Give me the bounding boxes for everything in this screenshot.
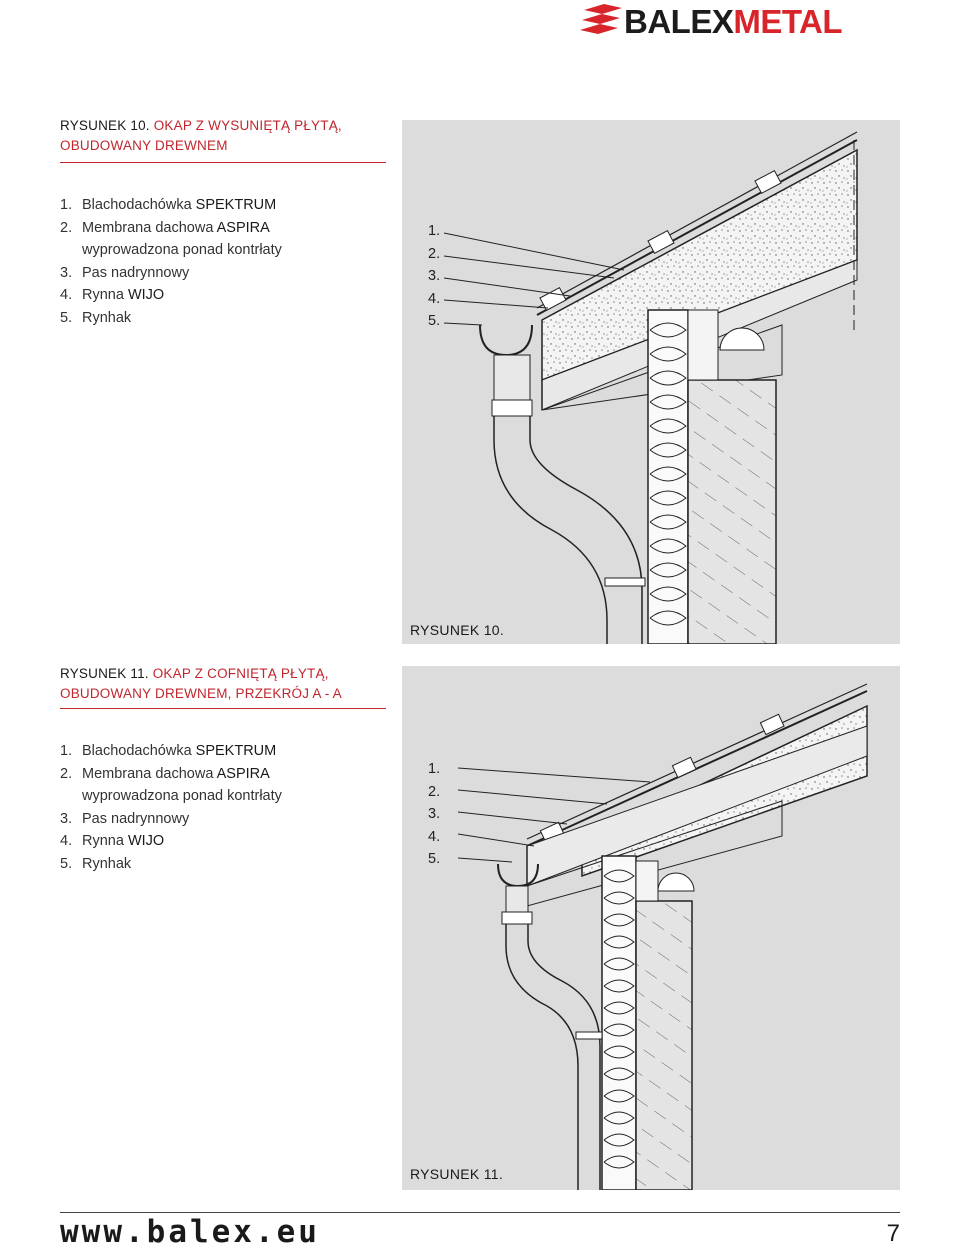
eave-section-drawing [443,131,858,644]
callout-label: 3. [428,268,441,285]
figure10-title: RYSUNEK 10. OKAP Z WYSUNIĘTĄ PŁYTĄ, OBUD… [60,116,390,156]
figure11-title: RYSUNEK 11. OKAP Z COFNIĘTĄ PŁYTĄ, OBUDO… [60,664,390,704]
callout-label: 1. [428,223,441,239]
callout-label: 5. [428,851,441,868]
legend-item: 1.Blachodachówka SPEKTRUM [60,743,277,759]
legend-item: 5.Rynhak [60,855,132,872]
logo-text-metal: METAL [733,3,843,40]
legend-item: 2.Membrana dachowa ASPIRA [60,219,270,236]
callout-label: 2. [428,245,441,262]
figure11-panel-label: RYSUNEK 11. [410,1166,504,1182]
balexmetal-logo: BALEXMETAL [580,2,902,42]
figure11-title-number: RYSUNEK 11. [60,666,149,681]
legend-item: 4.Rynna WIJO [60,287,165,304]
page-number: 7 [886,1220,900,1247]
figure11-title-rule [60,708,386,709]
legend-item: 4.Rynna WIJO [60,833,165,850]
callout-label: 1. [428,761,441,777]
legend-item: 3.Pas nadrynnowy [60,810,190,827]
eave-section-drawing [457,683,868,1190]
figure11-callouts: 1. 2. 3. 4. 5. [428,758,440,871]
legend-item: 1.Blachodachówka SPEKTRUM [60,197,277,213]
legend-item: 2.Membrana dachowa ASPIRA [60,765,270,782]
legend-item-continuation: wyprowadzona ponad kontrłaty [82,242,282,259]
callout-label: 4. [428,290,441,307]
website-link[interactable]: www.balex.eu [60,1214,320,1250]
callout-label: 3. [428,806,441,823]
figure10-callouts: 1. 2. 3. 4. 5. [428,220,440,333]
logo-text-balex: BALEX [624,3,734,40]
balexmetal-stripes-icon [580,4,622,34]
callout-label: 2. [428,783,441,800]
callout-label: 4. [428,828,441,845]
figure11-drawing-panel: 1. 2. 3. 4. 5. RYSUNEK 11. [402,666,900,1190]
footer-rule [60,1212,900,1213]
figure10-title-text: OKAP Z WYSUNIĘTĄ PŁYTĄ, OBUDOWANY DREWNE… [60,118,342,153]
figure10-title-rule [60,162,386,163]
legend-item: 5.Rynhak [60,309,132,326]
callout-label: 5. [428,313,441,330]
figure10-title-number: RYSUNEK 10. [60,118,150,133]
figure10-drawing-panel: 1. 2. 3. 4. 5. RYSUNEK 10. [402,120,900,644]
figure11-legend: 1.Blachodachówka SPEKTRUM 2.Membrana dac… [60,740,282,876]
figure10-legend: 1.Blachodachówka SPEKTRUM 2.Membrana dac… [60,194,282,330]
legend-item: 3.Pas nadrynnowy [60,264,190,281]
figure10-panel-label: RYSUNEK 10. [410,622,505,638]
figure11-title-text: OKAP Z COFNIĘTĄ PŁYTĄ, OBUDOWANY DREWNEM… [60,666,342,701]
legend-item-continuation: wyprowadzona ponad kontrłaty [82,788,282,805]
